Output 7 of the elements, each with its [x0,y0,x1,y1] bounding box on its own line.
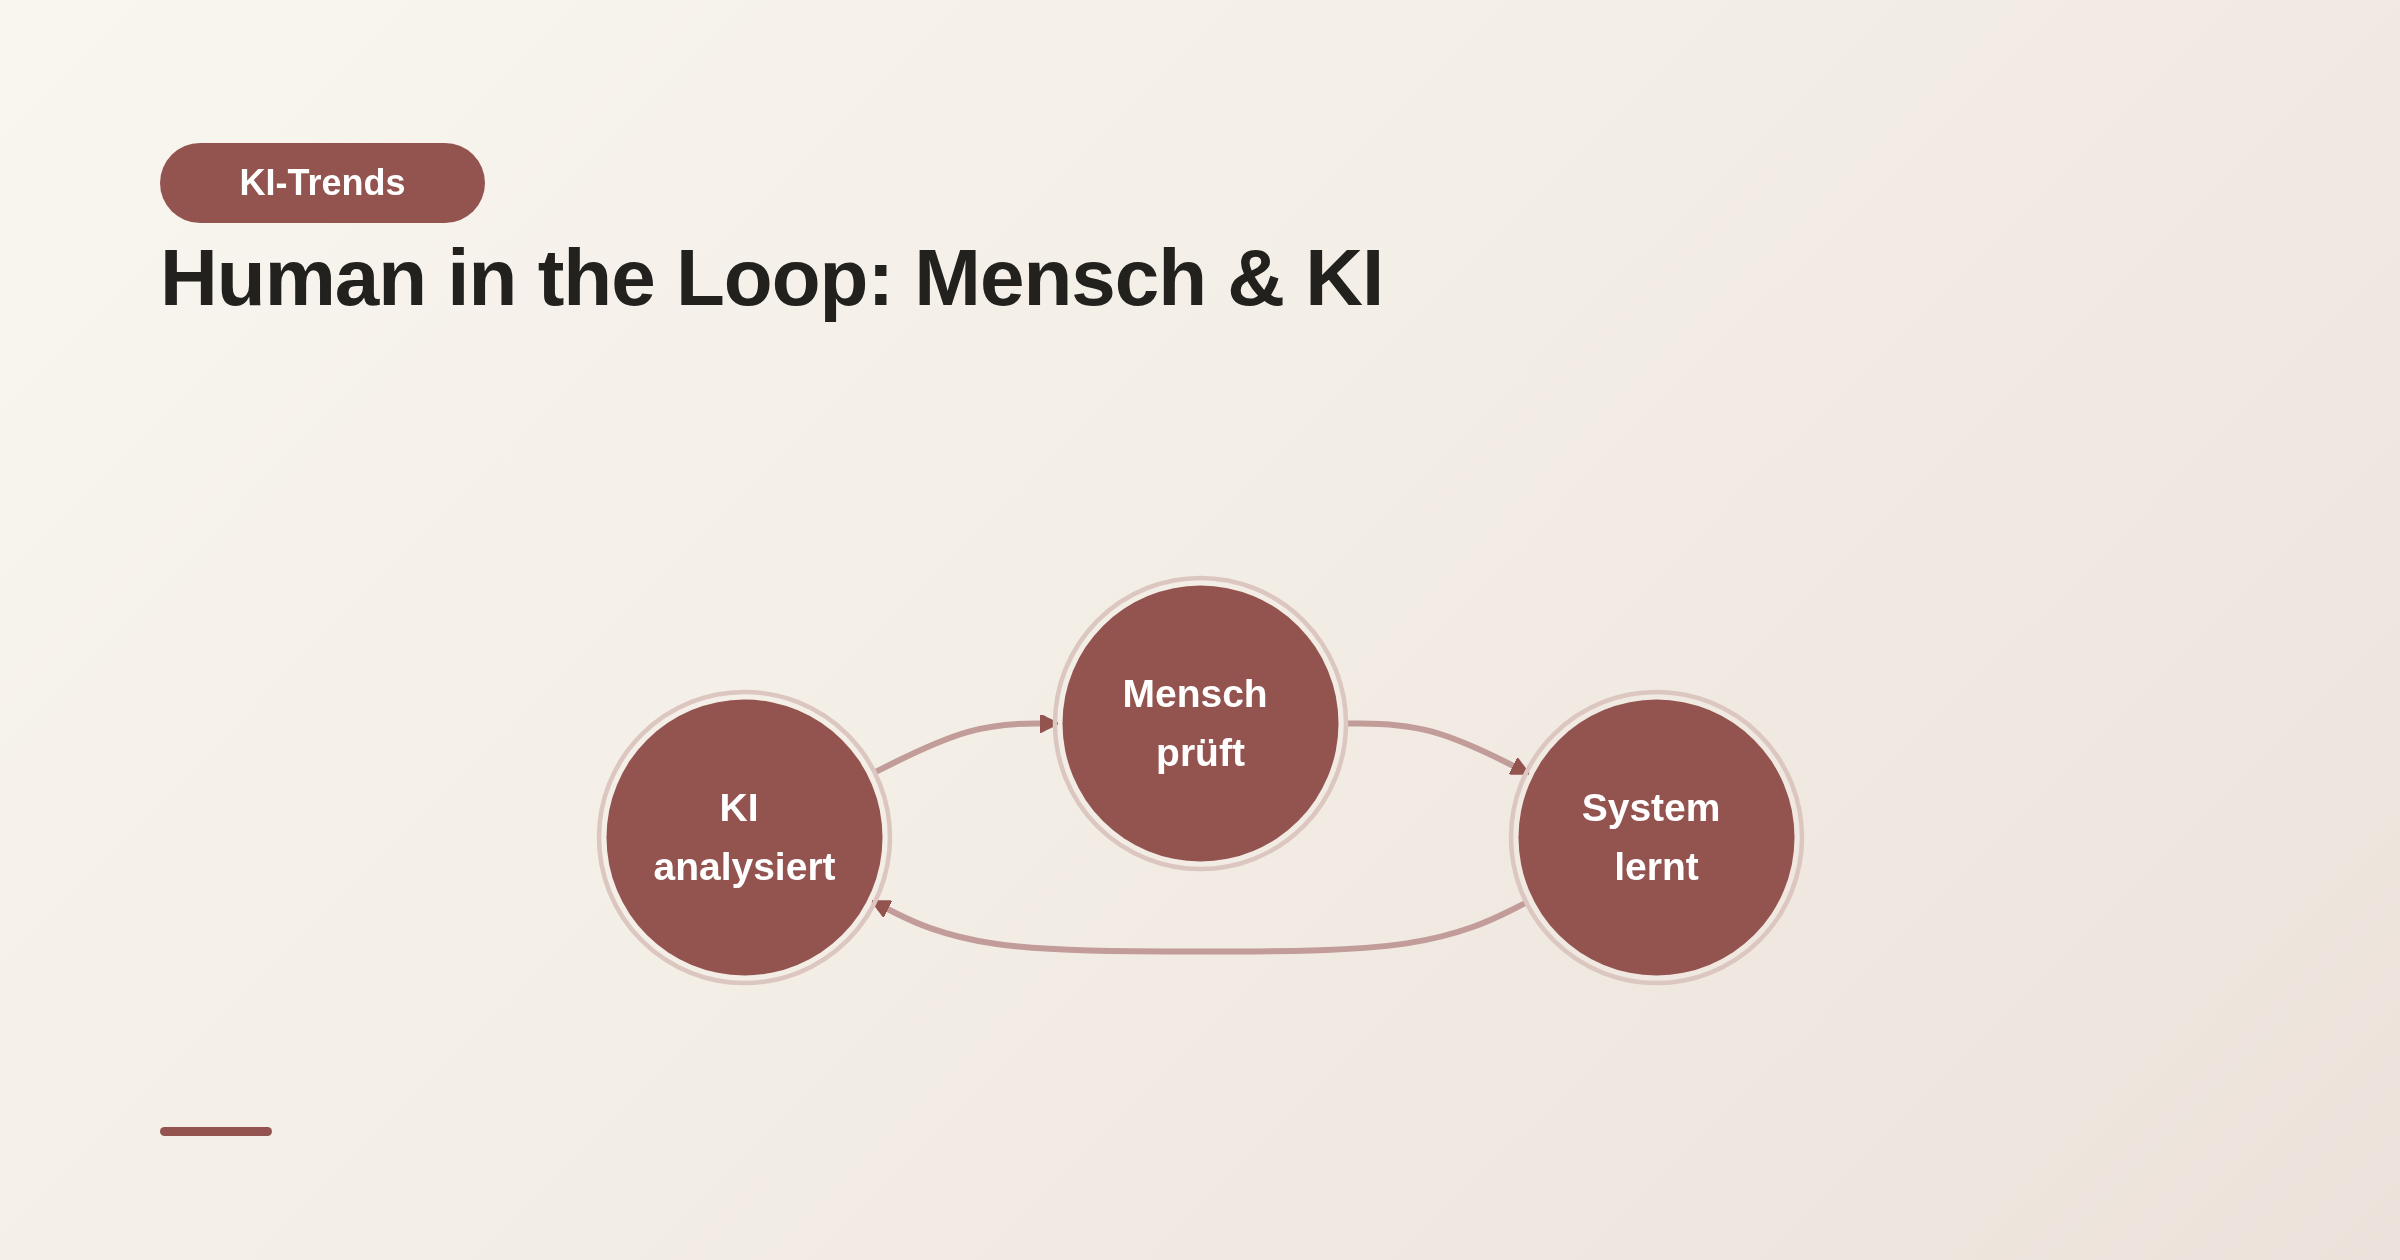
category-tag: KI-Trends [160,143,485,223]
arrow [870,899,1528,954]
page-title: Human in the Loop: Mensch & KI [160,232,1384,324]
arrow [1345,720,1530,775]
step-circle: System lernt [1508,689,1804,985]
step-circle: Mensch prüft [1052,575,1348,871]
step-circle: KI analysiert [596,689,892,985]
